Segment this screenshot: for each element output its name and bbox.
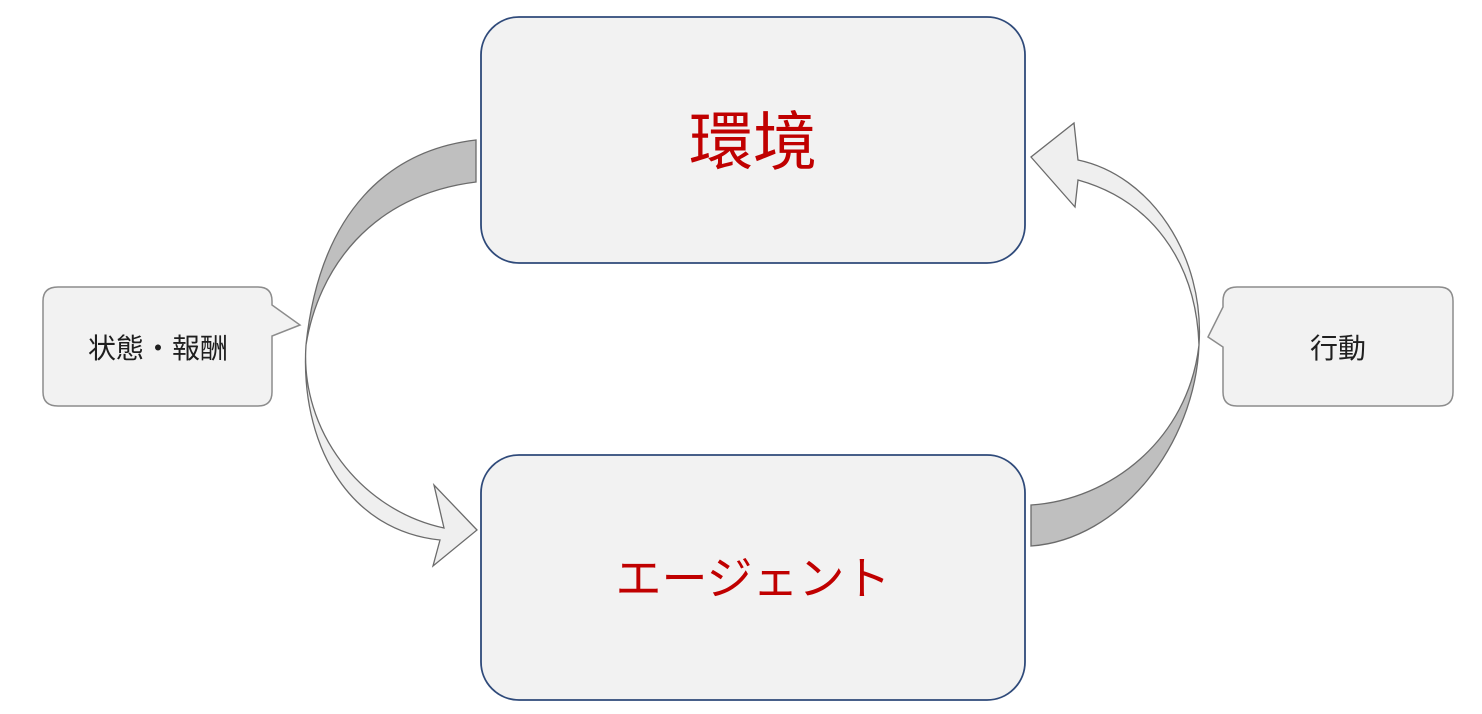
agent-node: エージェント <box>480 454 1026 701</box>
action-callout-bubble <box>1207 286 1454 407</box>
left-curved-arrow <box>304 139 478 568</box>
state-reward-label: 状態・報酬 <box>88 332 228 365</box>
state-reward-callout-bubble <box>42 286 302 407</box>
agent-label: エージェント <box>615 552 890 606</box>
environment-node: 環境 <box>480 16 1026 264</box>
agent-box <box>480 454 1026 701</box>
left-arrow-upper-band <box>305 139 477 346</box>
state-reward-callout: 状態・報酬 <box>42 286 302 407</box>
action-label: 行動 <box>1310 332 1366 365</box>
right-arrow-lower-band <box>1030 344 1200 547</box>
environment-box <box>480 16 1026 264</box>
environment-label: 環境 <box>689 107 817 181</box>
action-callout: 行動 <box>1207 286 1454 407</box>
left-arrow-lower-band <box>304 344 478 568</box>
right-arrow-upper-band <box>1030 121 1201 346</box>
right-curved-arrow <box>1030 121 1201 547</box>
